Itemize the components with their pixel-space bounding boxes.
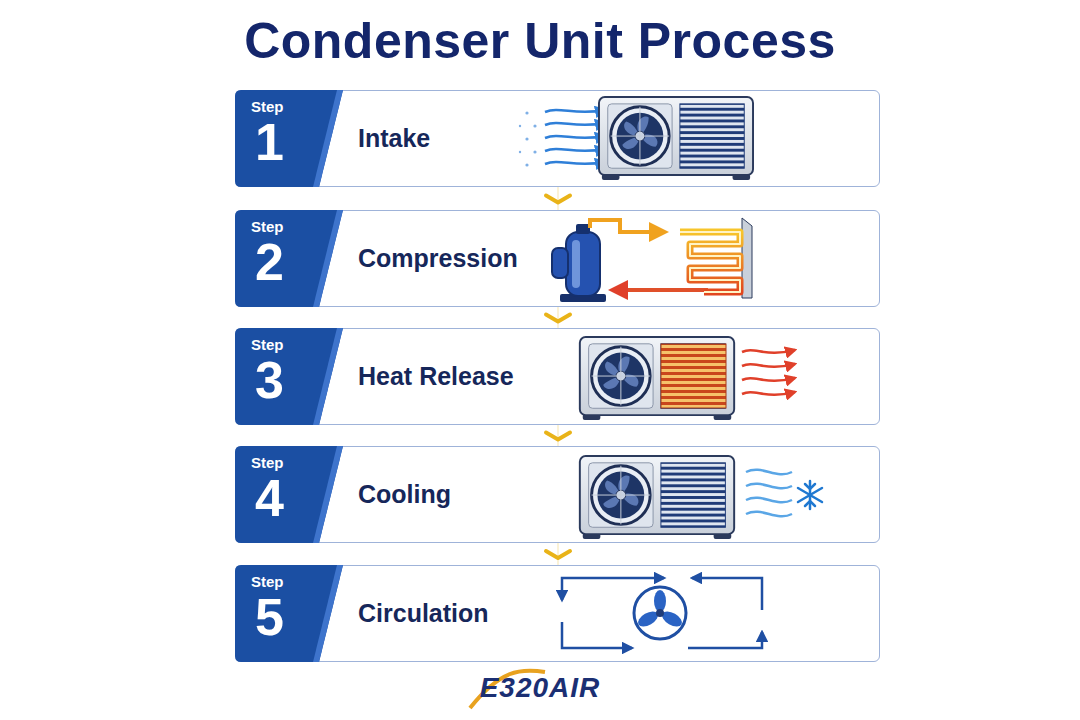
step-row: Circulation Step5: [235, 565, 880, 662]
step-badge: Step1: [235, 90, 343, 187]
step-badge: Step2: [235, 210, 343, 307]
step-badge: Step3: [235, 328, 343, 425]
step-row: Cooling Step4: [235, 446, 880, 543]
step-badge: Step4: [235, 446, 343, 543]
circulation-loop: [562, 578, 762, 648]
step-word: Step: [251, 218, 284, 235]
step-row: Compression Step2: [235, 210, 880, 307]
step-chevron: [546, 543, 570, 565]
step-label: Circulation: [358, 599, 489, 628]
diagram-title: Condenser Unit Process: [0, 12, 1080, 70]
step-number: 3: [255, 354, 284, 406]
step-number: 4: [255, 472, 284, 524]
step-chevron: [546, 187, 570, 210]
cool-air: [746, 470, 792, 517]
step-word: Step: [251, 336, 284, 353]
step-word: Step: [251, 98, 284, 115]
step-word: Step: [251, 573, 284, 590]
step-badge: Step5: [235, 565, 343, 662]
step-label: Intake: [358, 124, 430, 153]
step-chevron: [546, 425, 570, 446]
step-chevron: [546, 307, 570, 328]
condenser-unit: [599, 97, 753, 180]
condenser-coil: [680, 218, 752, 298]
step-word: Step: [251, 454, 284, 471]
intake-dots: [519, 111, 537, 166]
intake-airflow: [545, 110, 605, 164]
step-number: 1: [255, 116, 284, 168]
condenser-unit: [580, 337, 734, 420]
step-label: Cooling: [358, 480, 451, 509]
condenser-unit: [580, 456, 734, 539]
step-row: Intake Step1: [235, 90, 880, 187]
step-label: Heat Release: [358, 362, 514, 391]
hot-coil: [661, 344, 726, 408]
circulation-fan: [634, 587, 686, 639]
step-number: 2: [255, 236, 284, 288]
snowflake: [798, 481, 822, 509]
brand-logo: E320AIR: [0, 672, 1080, 704]
step-number: 5: [255, 591, 284, 643]
compressor: [552, 224, 606, 302]
step-label: Compression: [358, 244, 518, 273]
step-row: Heat Release Step3: [235, 328, 880, 425]
heat-waves: [742, 350, 795, 395]
